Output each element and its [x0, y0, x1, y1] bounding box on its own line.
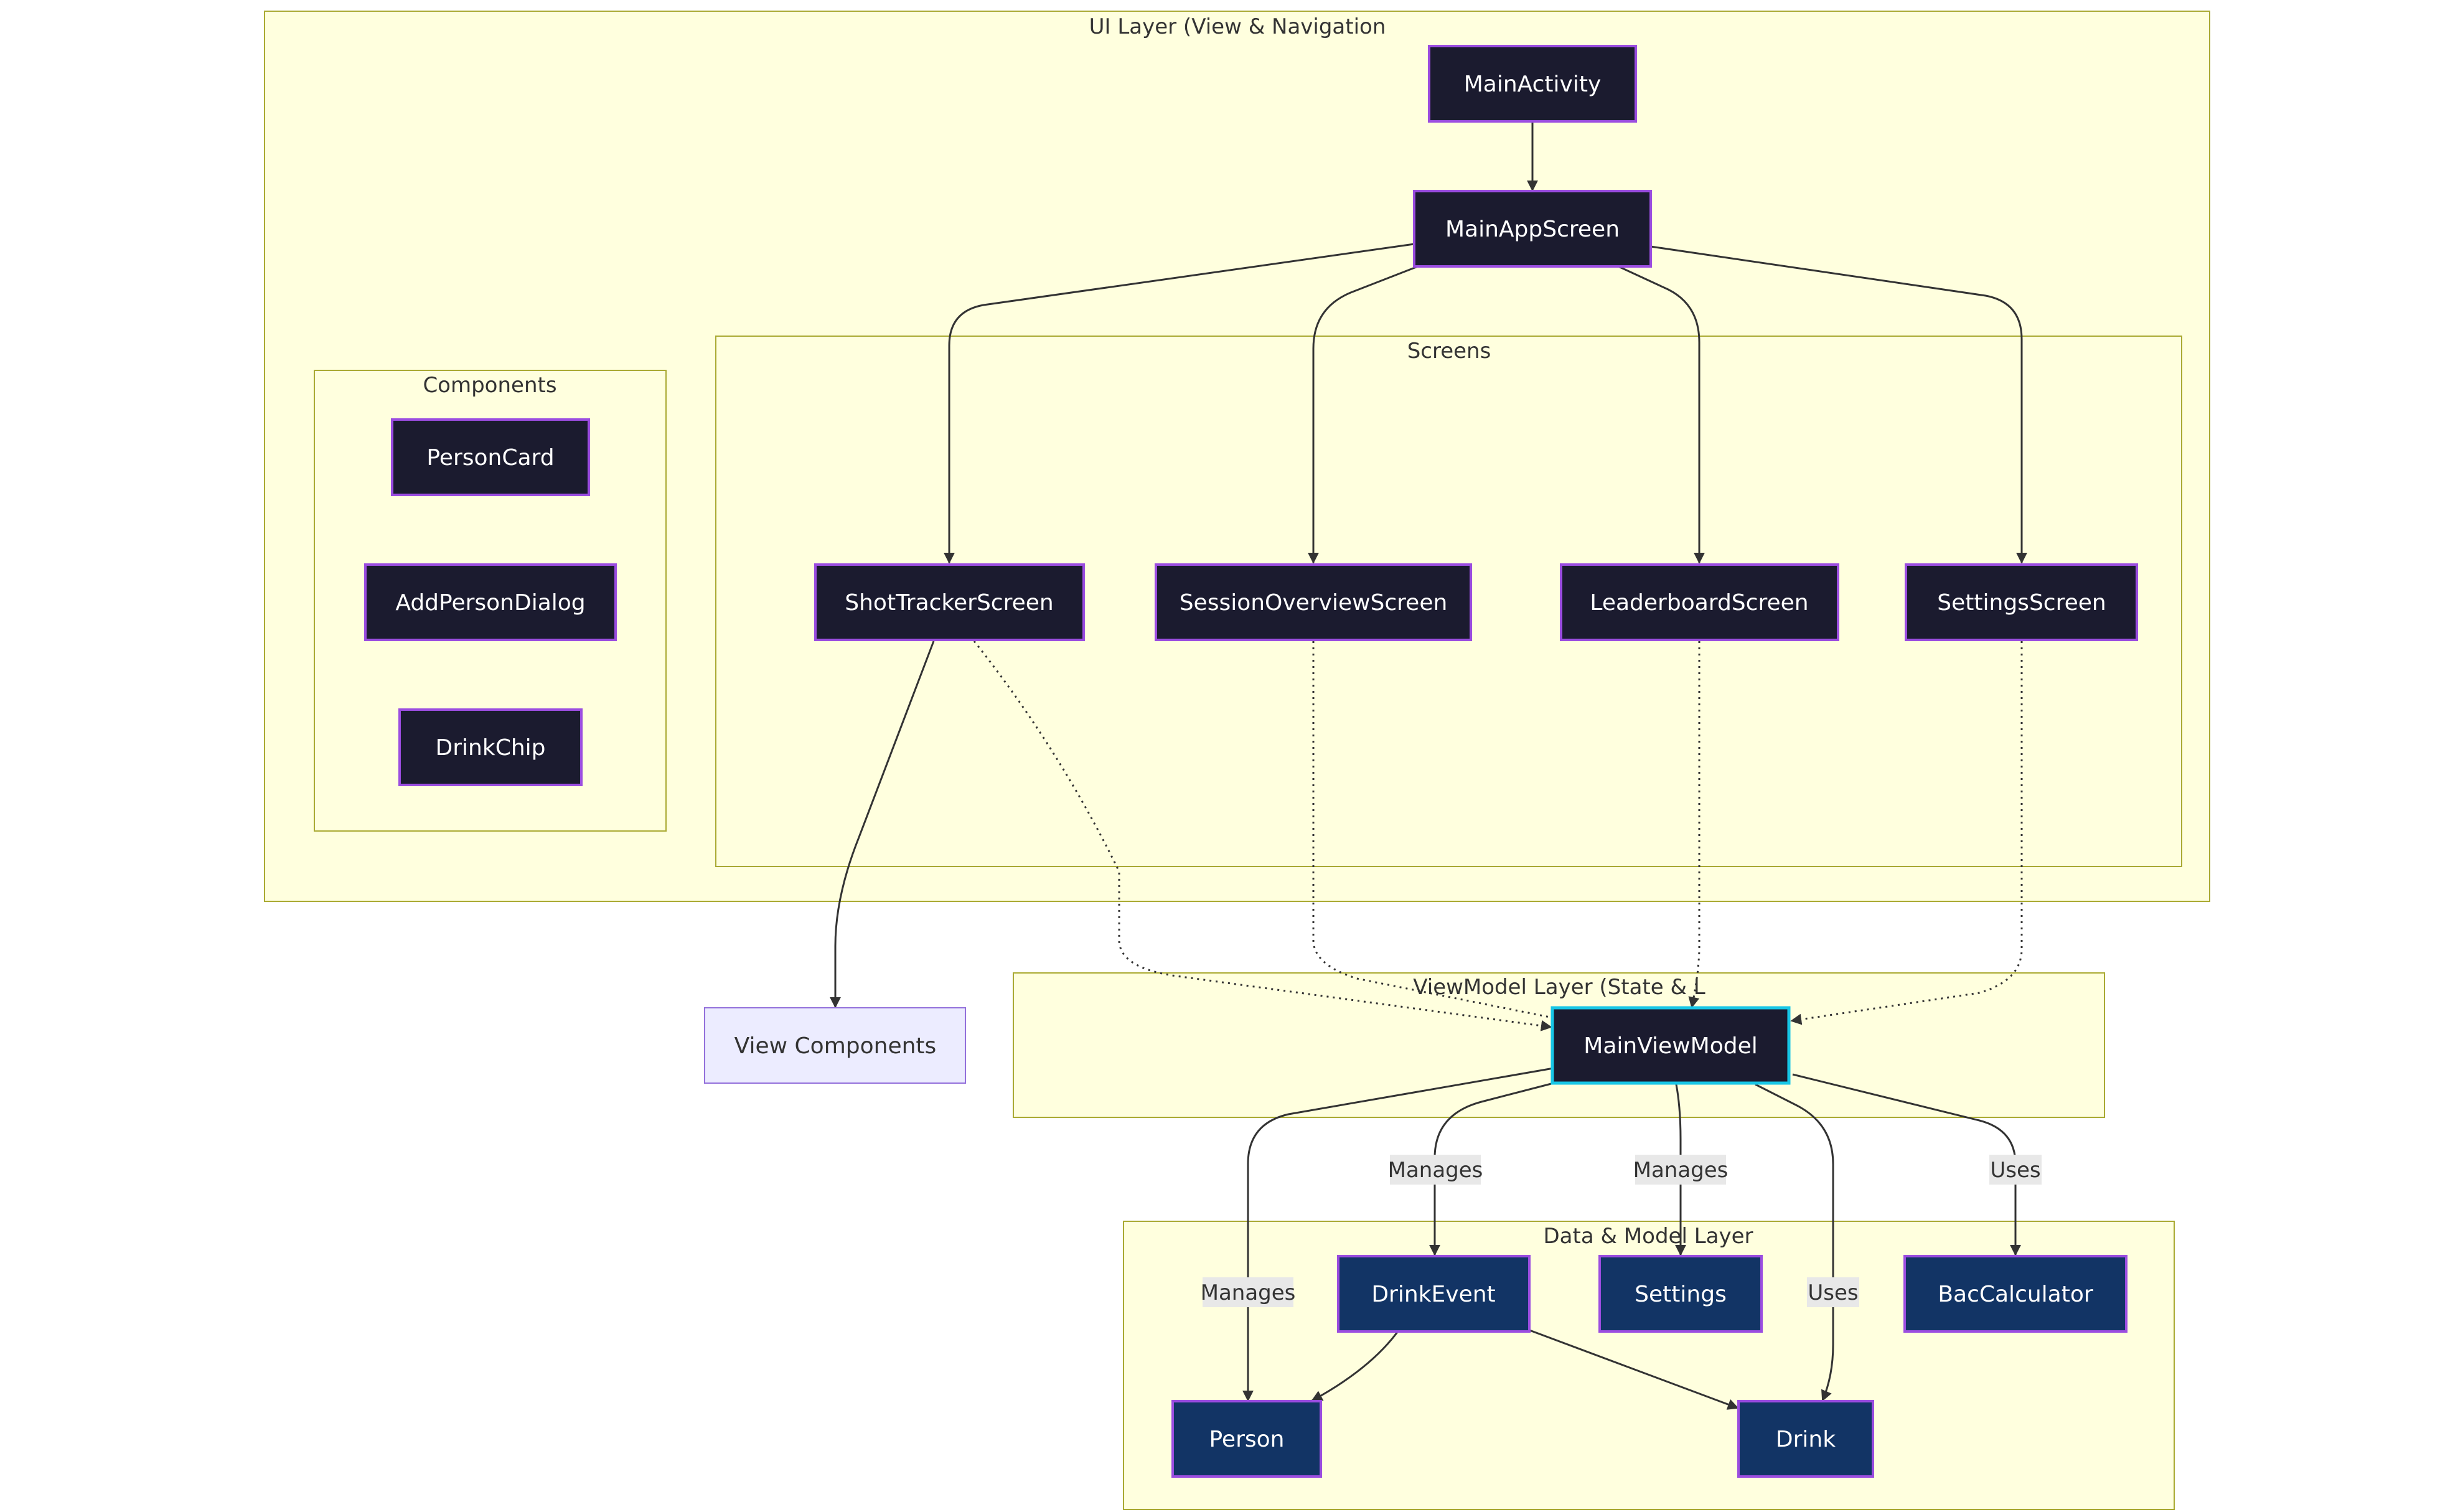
- node-person[interactable]: Person: [1171, 1400, 1322, 1478]
- svg-text:ShotTrackerScreen: ShotTrackerScreen: [845, 590, 1053, 616]
- edge-mainviewmodel-drink: [1755, 1083, 1834, 1402]
- edge-mainappscreen-shottracker: [944, 243, 1415, 564]
- node-drink[interactable]: Drink: [1737, 1400, 1874, 1478]
- svg-text:Manages: Manages: [1633, 1158, 1729, 1183]
- svg-text:Manages: Manages: [1388, 1158, 1483, 1183]
- node-drink-event[interactable]: DrinkEvent: [1337, 1255, 1531, 1333]
- node-add-person-dialog[interactable]: AddPersonDialog: [364, 563, 617, 641]
- svg-text:AddPersonDialog: AddPersonDialog: [395, 590, 585, 616]
- svg-text:LeaderboardScreen: LeaderboardScreen: [1590, 590, 1808, 616]
- svg-text:PersonCard: PersonCard: [426, 445, 554, 471]
- node-shot-tracker-screen[interactable]: ShotTrackerScreen: [814, 563, 1085, 641]
- svg-text:MainViewModel: MainViewModel: [1583, 1033, 1757, 1059]
- node-main-activity[interactable]: MainActivity: [1428, 45, 1637, 123]
- edge-shottracker-viewcomponents: [830, 641, 935, 1008]
- edge-mainappscreen-leaderboard: [1618, 265, 1705, 564]
- svg-text:SessionOverviewScreen: SessionOverviewScreen: [1180, 590, 1448, 616]
- edge-drinkevent-drink: [1526, 1328, 1739, 1410]
- svg-text:SettingsScreen: SettingsScreen: [1937, 590, 2106, 616]
- svg-text:Drink: Drink: [1776, 1427, 1836, 1452]
- svg-text:Uses: Uses: [1808, 1280, 1858, 1305]
- node-main-app-screen[interactable]: MainAppScreen: [1413, 190, 1652, 268]
- edge-label-manages-settings: Manages: [1633, 1155, 1729, 1185]
- node-person-card[interactable]: PersonCard: [391, 418, 590, 496]
- viewmodel-layer-title: ViewModel Layer (State & L: [1413, 975, 1705, 1000]
- node-settings[interactable]: Settings: [1598, 1255, 1763, 1333]
- node-leaderboard-screen[interactable]: LeaderboardScreen: [1560, 563, 1839, 641]
- edge-sessionoverview-mainviewmodel: [1312, 641, 1570, 1025]
- node-session-overview-screen[interactable]: SessionOverviewScreen: [1155, 563, 1472, 641]
- edge-leaderboard-mainviewmodel: [1688, 641, 1701, 1008]
- edge-label-uses-baccalculator: Uses: [1989, 1155, 2042, 1185]
- edge-label-uses-drink: Uses: [1807, 1277, 1859, 1307]
- data-layer-title: Data & Model Layer: [1544, 1224, 1753, 1249]
- svg-text:View Components: View Components: [734, 1033, 937, 1059]
- node-bac-calculator[interactable]: BacCalculator: [1903, 1255, 2128, 1333]
- screens-title: Screens: [1407, 339, 1491, 364]
- node-settings-screen[interactable]: SettingsScreen: [1905, 563, 2138, 641]
- edge-mainviewmodel-settings: [1675, 1084, 1686, 1256]
- svg-text:Settings: Settings: [1635, 1282, 1727, 1307]
- svg-text:MainActivity: MainActivity: [1464, 72, 1602, 97]
- node-view-components[interactable]: View Components: [704, 1007, 966, 1084]
- svg-text:DrinkEvent: DrinkEvent: [1371, 1282, 1495, 1307]
- svg-text:Person: Person: [1209, 1427, 1285, 1452]
- edge-mainappscreen-sessionoverview: [1308, 265, 1419, 564]
- components-title: Components: [423, 373, 556, 398]
- node-main-view-model[interactable]: MainViewModel: [1551, 1006, 1791, 1085]
- node-drink-chip[interactable]: DrinkChip: [398, 708, 583, 786]
- edge-mainappscreen-settingsscreen: [1650, 245, 2027, 564]
- edge-label-manages-person: Manages: [1201, 1277, 1296, 1307]
- edge-drinkevent-person: [1311, 1331, 1399, 1402]
- svg-text:DrinkChip: DrinkChip: [436, 735, 546, 761]
- svg-text:BacCalculator: BacCalculator: [1938, 1282, 2093, 1307]
- svg-text:Uses: Uses: [1990, 1158, 2040, 1183]
- edge-mainviewmodel-drinkevent: [1429, 1082, 1554, 1256]
- ui-layer-title: UI Layer (View & Navigation: [1089, 14, 1386, 39]
- svg-text:MainAppScreen: MainAppScreen: [1445, 217, 1620, 242]
- edge-label-manages-drinkevent: Manages: [1388, 1155, 1483, 1185]
- edge-settingsscreen-mainviewmodel: [1790, 641, 2023, 1025]
- edge-mainviewmodel-person: [1242, 1067, 1554, 1402]
- svg-text:Manages: Manages: [1201, 1280, 1296, 1305]
